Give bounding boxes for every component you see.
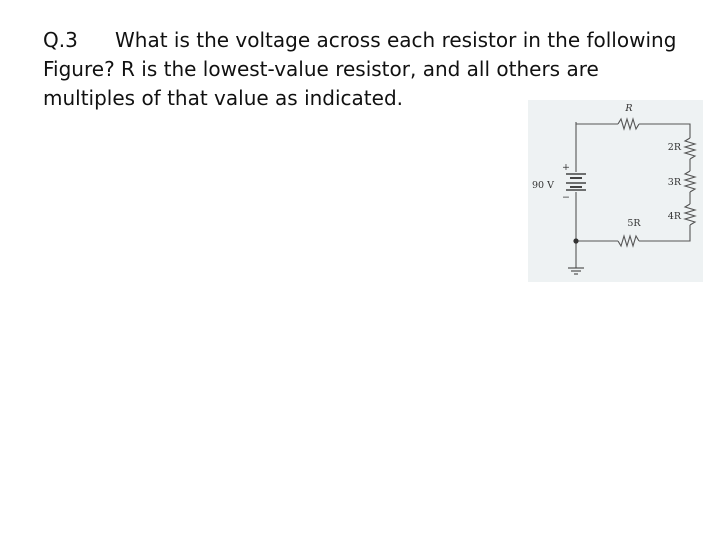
resistor-4r-zigzag — [683, 203, 697, 226]
battery-icon — [566, 173, 586, 191]
question-body: What is the voltage across each resistor… — [43, 28, 677, 110]
wire-top-right — [639, 123, 691, 138]
wire-top-left — [575, 122, 618, 125]
resistor-3r-zigzag — [683, 170, 697, 193]
resistor-2r-zigzag — [683, 137, 697, 160]
label-r5: 5R — [627, 218, 641, 229]
resistor-r-zigzag — [617, 117, 640, 131]
label-r4: 4R — [668, 211, 682, 222]
ground-icon — [568, 267, 584, 275]
label-r2: 2R — [668, 142, 682, 153]
circuit-diagram: R 2R 3R 4R 5R 90 V + − — [532, 103, 697, 275]
wire-right-bottom — [639, 225, 691, 242]
resistor-5r-zigzag — [617, 234, 640, 248]
label-source-minus: − — [562, 192, 570, 203]
label-source-voltage: 90 V — [532, 180, 554, 191]
label-source-plus: + — [562, 162, 570, 173]
circuit-figure: R 2R 3R 4R 5R 90 V + − — [528, 100, 703, 282]
question-number: Q.3 — [43, 28, 78, 52]
node-dot — [573, 238, 579, 244]
label-r1: R — [624, 103, 632, 114]
label-r3: 3R — [668, 177, 682, 188]
